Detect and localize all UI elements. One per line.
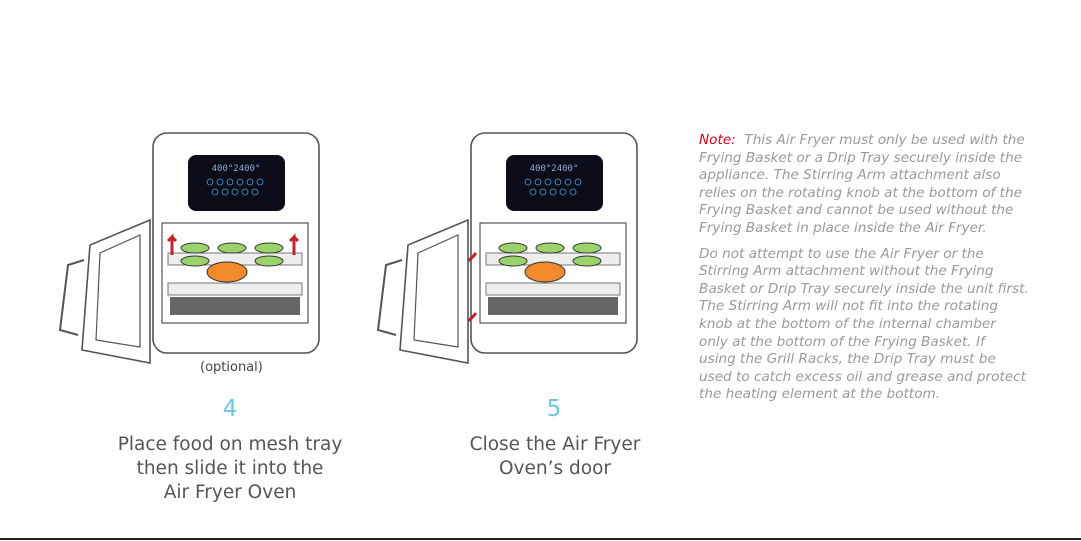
note-line: Frying Basket or a Drip Tray securely in…	[699, 149, 1023, 166]
caption-line: then slide it into the	[136, 458, 324, 479]
caption-line: Air Fryer Oven	[163, 482, 297, 503]
note-line: Do not attempt to use the Air Fryer or t…	[699, 245, 984, 262]
step-number-5: 5	[546, 396, 562, 422]
note-paragraph-1: Note: This Air Fryer must only be used w…	[699, 132, 1029, 238]
note-label: Note:	[699, 132, 736, 148]
step-number-4: 4	[222, 396, 238, 422]
note-line-text: This Air Fryer must only be used with th…	[744, 132, 1025, 148]
air-fryer-illustration-step-5: 400°2400°	[376, 132, 638, 364]
safety-note: Note: This Air Fryer must only be used w…	[699, 132, 1029, 412]
note-line: Note: This Air Fryer must only be used w…	[699, 132, 1029, 150]
note-line: Stirring Arm attachment without the Fryi…	[699, 263, 994, 280]
note-line: Frying Basket in place inside the Air Fr…	[699, 219, 987, 236]
step-4-caption: Place food on mesh tray then slide it in…	[110, 433, 350, 505]
note-line: knob at the bottom of the internal chamb…	[699, 315, 996, 332]
bottom-rule	[0, 538, 1081, 540]
note-paragraph-2: Do not attempt to use the Air Fryer or t…	[699, 246, 1029, 404]
air-fryer-illustration-step-4: 400°2400°	[58, 132, 320, 364]
caption-line: Close the Air Fryer	[469, 434, 641, 455]
note-line: Frying Basket and cannot be used without…	[699, 202, 1014, 219]
note-line: using the Grill Racks, the Drip Tray mus…	[699, 351, 996, 368]
note-line: used to catch excess oil and grease and …	[699, 368, 1026, 385]
display-readout: 400°2400°	[530, 164, 579, 174]
display-readout: 400°2400°	[212, 164, 261, 174]
note-line: appliance. The Stirring Arm attachment a…	[699, 167, 1001, 184]
note-line: The Stirring Arm will not fit into the r…	[699, 298, 999, 315]
caption-line: Oven’s door	[498, 458, 611, 479]
step-5-caption: Close the Air Fryer Oven’s door	[455, 433, 655, 481]
note-line: the heating element at the bottom.	[699, 386, 941, 403]
note-line: Basket or Drip Tray securely inside the …	[699, 280, 1029, 297]
optional-label: (optional)	[200, 360, 263, 375]
note-line: only at the bottom of the Frying Basket.…	[699, 333, 985, 350]
note-line: relies on the rotating knob at the botto…	[699, 184, 1022, 201]
caption-line: Place food on mesh tray	[117, 434, 343, 455]
